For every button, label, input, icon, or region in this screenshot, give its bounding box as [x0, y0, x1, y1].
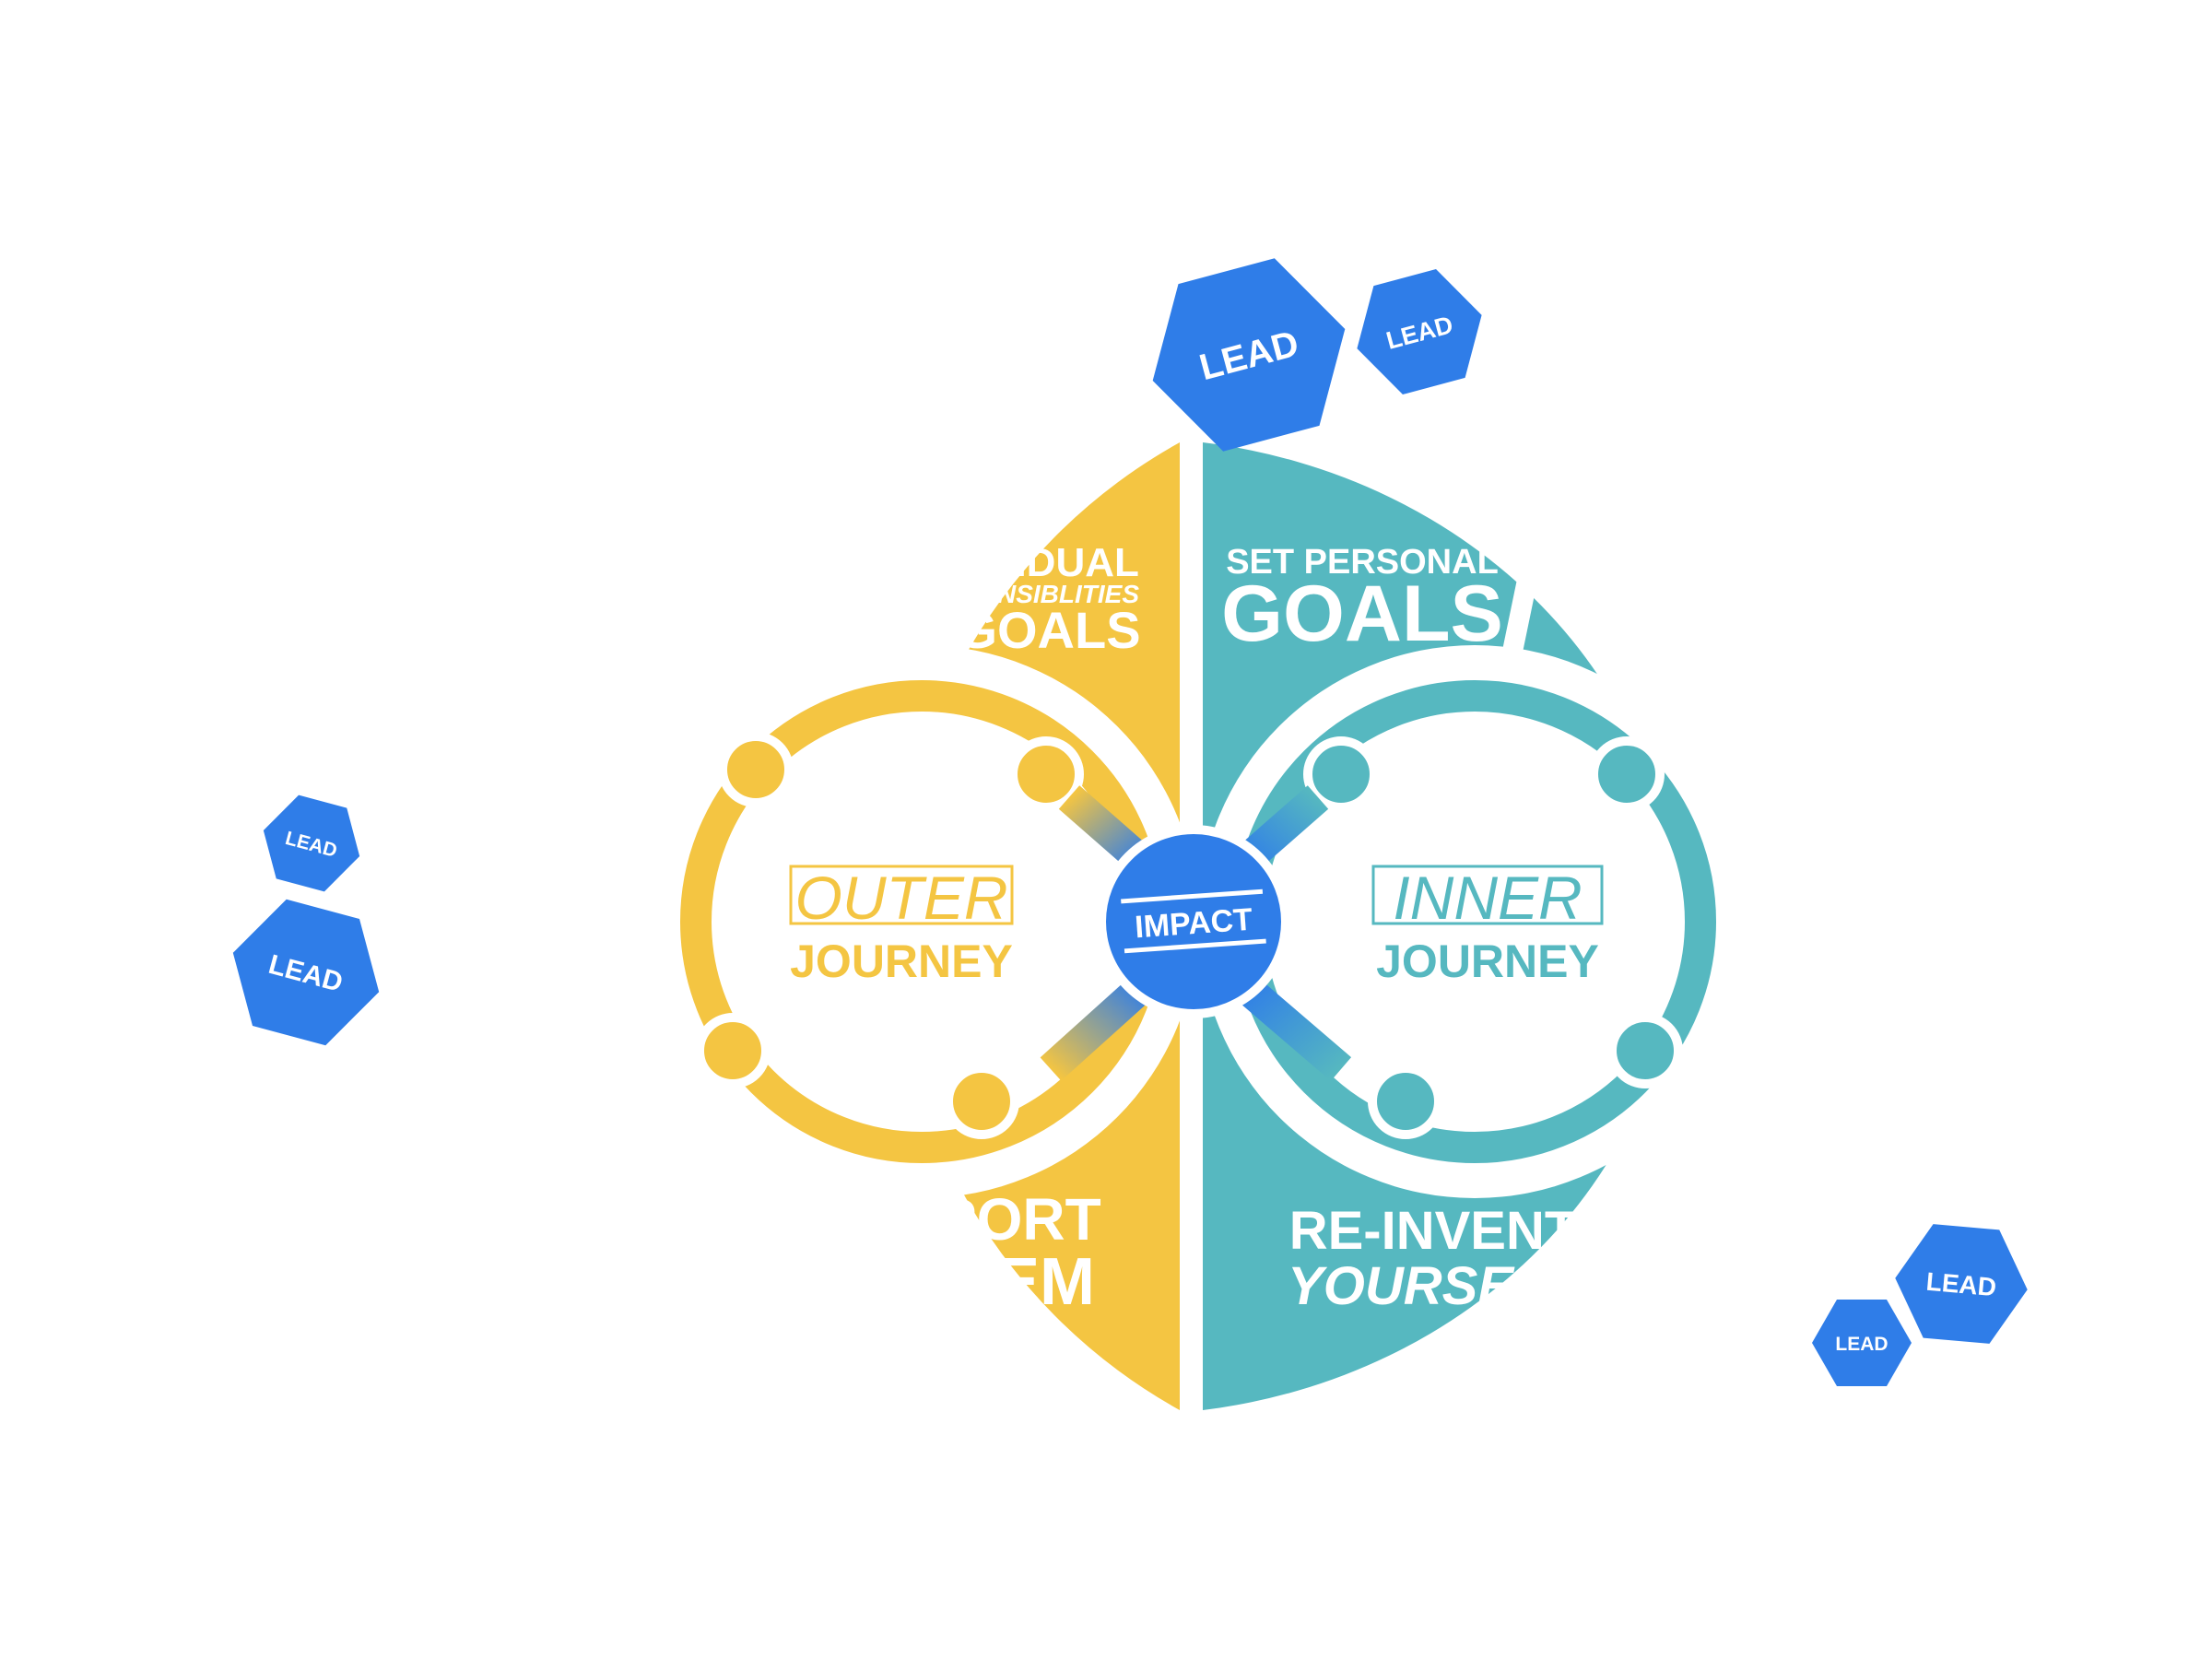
segment-label: YOURSELF [1288, 1256, 1580, 1316]
inner-node [1303, 736, 1379, 812]
segment-label: UNDERSTAND [1726, 1035, 1905, 1064]
outer-node [718, 732, 794, 807]
inner-ring-inner-white [1270, 717, 1679, 1126]
segment-label: ENVIRONMENT [501, 727, 706, 758]
inner-journey-title: INNER JOURNEY [1371, 864, 1604, 987]
segment-label: VALUES [1731, 1141, 1900, 1189]
segment-label: SUPPORT [816, 1186, 1100, 1253]
outer-ring-inner-white [717, 717, 1126, 1126]
lead-hexagon-small-top: LEAD [1357, 269, 1482, 394]
segment-label: YOUR [1731, 1057, 1901, 1124]
segment-individual-goals: INDIVIDUAL RESPONSIBLITIES & GOALS [905, 540, 1140, 659]
lead-hexagon-small-left: LEAD [263, 794, 360, 892]
hexagon-label: LEAD [1925, 1267, 1998, 1302]
segment-challenging-role: CHALLENGING ROLE & ENVIRONMENT [500, 644, 709, 758]
segment-label: & GOALS [905, 601, 1140, 659]
segment-set-personal-goals: SET PERSONAL GOALS [1221, 543, 1503, 658]
lead-hexagon-large-left: LEAD [232, 899, 380, 1046]
segment-reflect-experience: REFLECT ON YOUR EXPERIENCE [1677, 645, 1894, 758]
hexagon-shape [232, 899, 380, 1046]
hexagon-shape [1895, 1224, 2028, 1344]
inner-journey-half [1198, 430, 2009, 1410]
inner-node [1589, 736, 1665, 812]
lead-hexagon-large-right: LEAD [1895, 1224, 2028, 1344]
hexagon-shape [1152, 258, 1346, 452]
impact-bar-top [1121, 888, 1264, 904]
segment-label: SYSTEM [822, 1245, 1095, 1319]
inner-title-line1: INNER [1393, 864, 1582, 932]
outer-node [695, 1013, 771, 1088]
connector-inner-bottom [1233, 974, 1352, 1081]
outer-title-box [789, 865, 1014, 925]
outer-node [1008, 736, 1084, 812]
segment-label: SET PERSONAL [1226, 543, 1499, 582]
lead-hexagon-small-right: LEAD [1812, 1300, 1912, 1386]
lead-hexagon-large-top: LEAD [1152, 258, 1346, 452]
segment-label: GOALS [1221, 570, 1503, 658]
inner-node [1607, 1013, 1683, 1088]
impact-badge: IMPACT [1097, 825, 1290, 1018]
outer-journey-title: OUTER JOURNEY [789, 864, 1014, 987]
segment-label: REFLECT [1677, 645, 1894, 697]
segment-label: ON YOUR [1693, 688, 1873, 732]
segment-personal-values: UNDERSTAND YOUR PERSONAL VALUES [1726, 1035, 1905, 1189]
segment-label: PERSONAL [1739, 1114, 1893, 1145]
segment-reinvent-yourself: RE-INVENT YOURSELF [1288, 1201, 1580, 1316]
connector-outer-bottom [1040, 974, 1154, 1081]
hexagon-shape [1812, 1300, 1912, 1386]
outer-node [944, 1064, 1019, 1139]
segment-multiple-stakeholders: INTERACTION WITH MULTIPLE STAKEHOLDERS [441, 1038, 673, 1132]
inner-title-line2: JOURNEY [1376, 935, 1599, 987]
hexagon-shape [263, 794, 360, 892]
hexagon-label: LEAD [1835, 1334, 1888, 1355]
impact-label: IMPACT [1134, 902, 1253, 946]
segment-label: MULTIPLE [458, 1064, 659, 1109]
impact-circle [1097, 825, 1290, 1018]
inner-title-box [1371, 865, 1604, 925]
segment-label: CHALLENGING [502, 644, 705, 675]
inner-node [1368, 1064, 1443, 1139]
hexagon-shape [1357, 269, 1482, 394]
segment-label: INTERACTION WITH [441, 1038, 673, 1065]
segment-label: ROLE & [500, 671, 709, 733]
segment-label: INDIVIDUAL [907, 540, 1139, 585]
inner-ring-nodes [1303, 736, 1683, 1139]
segment-label: RE-INVENT [1289, 1201, 1578, 1261]
outer-title-line1: OUTER [795, 864, 1008, 932]
segment-support-system: SUPPORT SYSTEM [816, 1186, 1100, 1319]
segment-label: STAKEHOLDERS [459, 1104, 655, 1132]
outer-title-line2: JOURNEY [790, 935, 1013, 987]
impact-bar-bottom [1124, 938, 1266, 954]
segment-label: RESPONSIBLITIES [907, 580, 1139, 608]
outer-ring-nodes [695, 732, 1084, 1139]
segment-label: EXPERIENCE [1694, 727, 1872, 758]
